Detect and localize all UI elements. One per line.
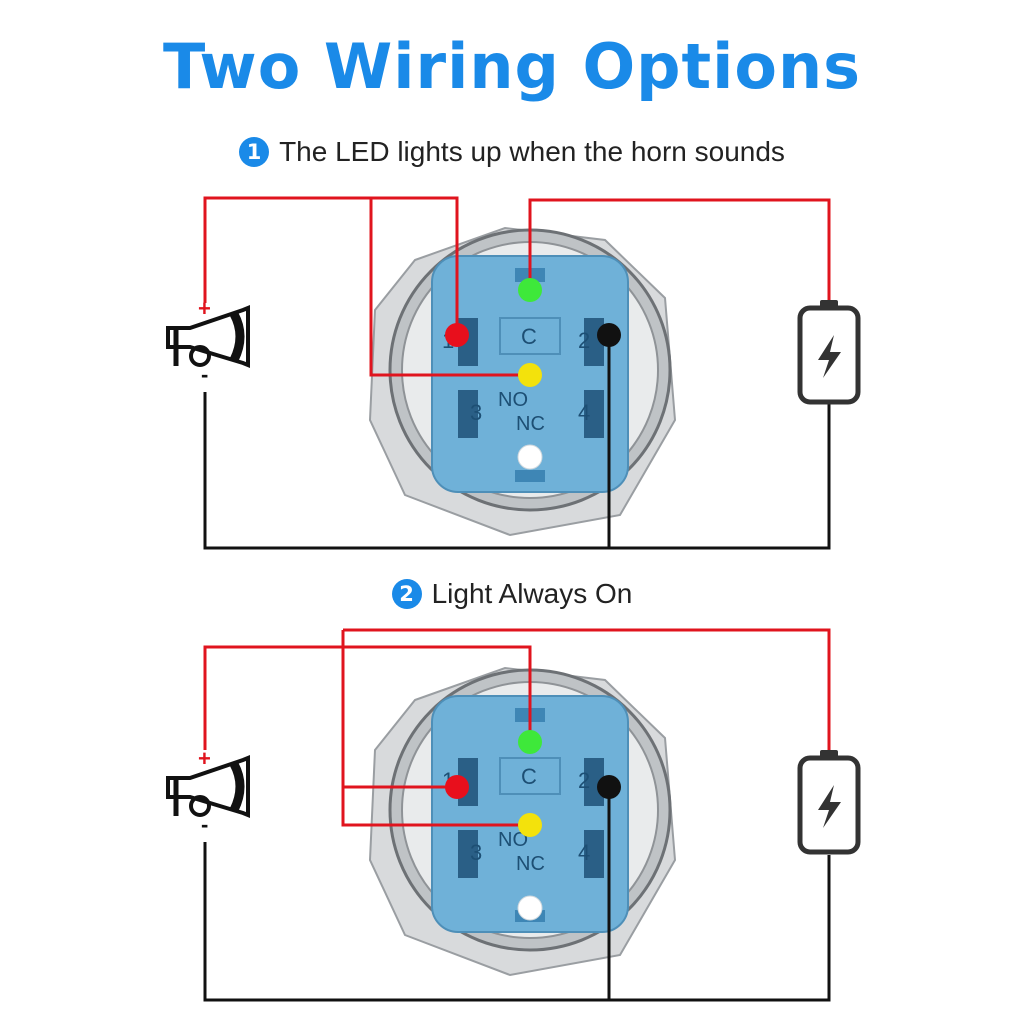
- terminal-3: [458, 830, 478, 878]
- pin-3-label: 3: [470, 400, 482, 425]
- led-dot-black: [597, 323, 621, 347]
- option-1-heading: 1 The LED lights up when the horn sounds: [0, 136, 1024, 168]
- option-2-heading-text: Light Always On: [431, 578, 633, 609]
- led-dot-red: [445, 323, 469, 347]
- horn-minus-label: -: [201, 812, 208, 837]
- led-dot-green: [518, 278, 542, 302]
- option-1-wiring-diagram: 1 2 3 4 C NO NC + -: [166, 196, 861, 550]
- led-dot-yellow: [518, 813, 542, 837]
- led-dot-black: [597, 775, 621, 799]
- horn-icon: [166, 755, 250, 818]
- option-2-number-badge: 2: [391, 579, 422, 609]
- c-label: C: [521, 324, 537, 349]
- nc-label: NC: [516, 413, 545, 435]
- option-2-heading: 2 Light Always On: [0, 578, 1024, 610]
- horn-plus-label: +: [198, 296, 211, 321]
- pin-4-label: 4: [578, 400, 590, 425]
- terminal-2: [584, 758, 604, 806]
- horn-minus-label: -: [201, 362, 208, 387]
- pin-2-label: 2: [578, 328, 590, 353]
- red-wire-horn-to-pin1: [203, 196, 459, 333]
- led-dot-white: [517, 444, 543, 470]
- c-box: [499, 317, 561, 355]
- battery-bolt-icon: [797, 750, 861, 855]
- page-title: Two Wiring Options: [162, 30, 862, 103]
- led-dot-green: [518, 730, 542, 754]
- red-wire-horn-to-led-green: [203, 645, 532, 750]
- horn-plus-label: +: [198, 746, 211, 771]
- nc-label: NC: [516, 853, 545, 875]
- led-dot-red: [445, 775, 469, 799]
- red-wire-battery-top: [343, 628, 831, 750]
- battery-bolt-icon: [797, 300, 861, 405]
- c-box: [499, 757, 561, 795]
- pin-2-label: 2: [578, 768, 590, 793]
- option-2-wiring-diagram: 1 2 3 4 C NO NC + -: [166, 628, 861, 1002]
- red-wire-led-green-to-battery: [528, 198, 831, 305]
- red-wire-to-led-yellow: [369, 198, 530, 377]
- no-label: NO: [498, 829, 528, 851]
- pin-3-label: 3: [470, 840, 482, 865]
- terminal-bottom: [515, 470, 545, 482]
- led-dot-white: [517, 895, 543, 921]
- red-wire-to-led-yellow: [341, 630, 530, 827]
- led-dot-yellow: [518, 363, 542, 387]
- terminal-4: [584, 390, 604, 438]
- black-wire-ground: [203, 392, 831, 550]
- option-1-number-badge: 1: [239, 137, 270, 167]
- horn-icon: [166, 305, 250, 368]
- c-label: C: [521, 764, 537, 789]
- terminal-4: [584, 830, 604, 878]
- no-label: NO: [498, 389, 528, 411]
- black-wire-ground: [203, 842, 831, 1002]
- option-1-heading-text: The LED lights up when the horn sounds: [279, 136, 785, 167]
- terminal-3: [458, 390, 478, 438]
- pin-4-label: 4: [578, 840, 590, 865]
